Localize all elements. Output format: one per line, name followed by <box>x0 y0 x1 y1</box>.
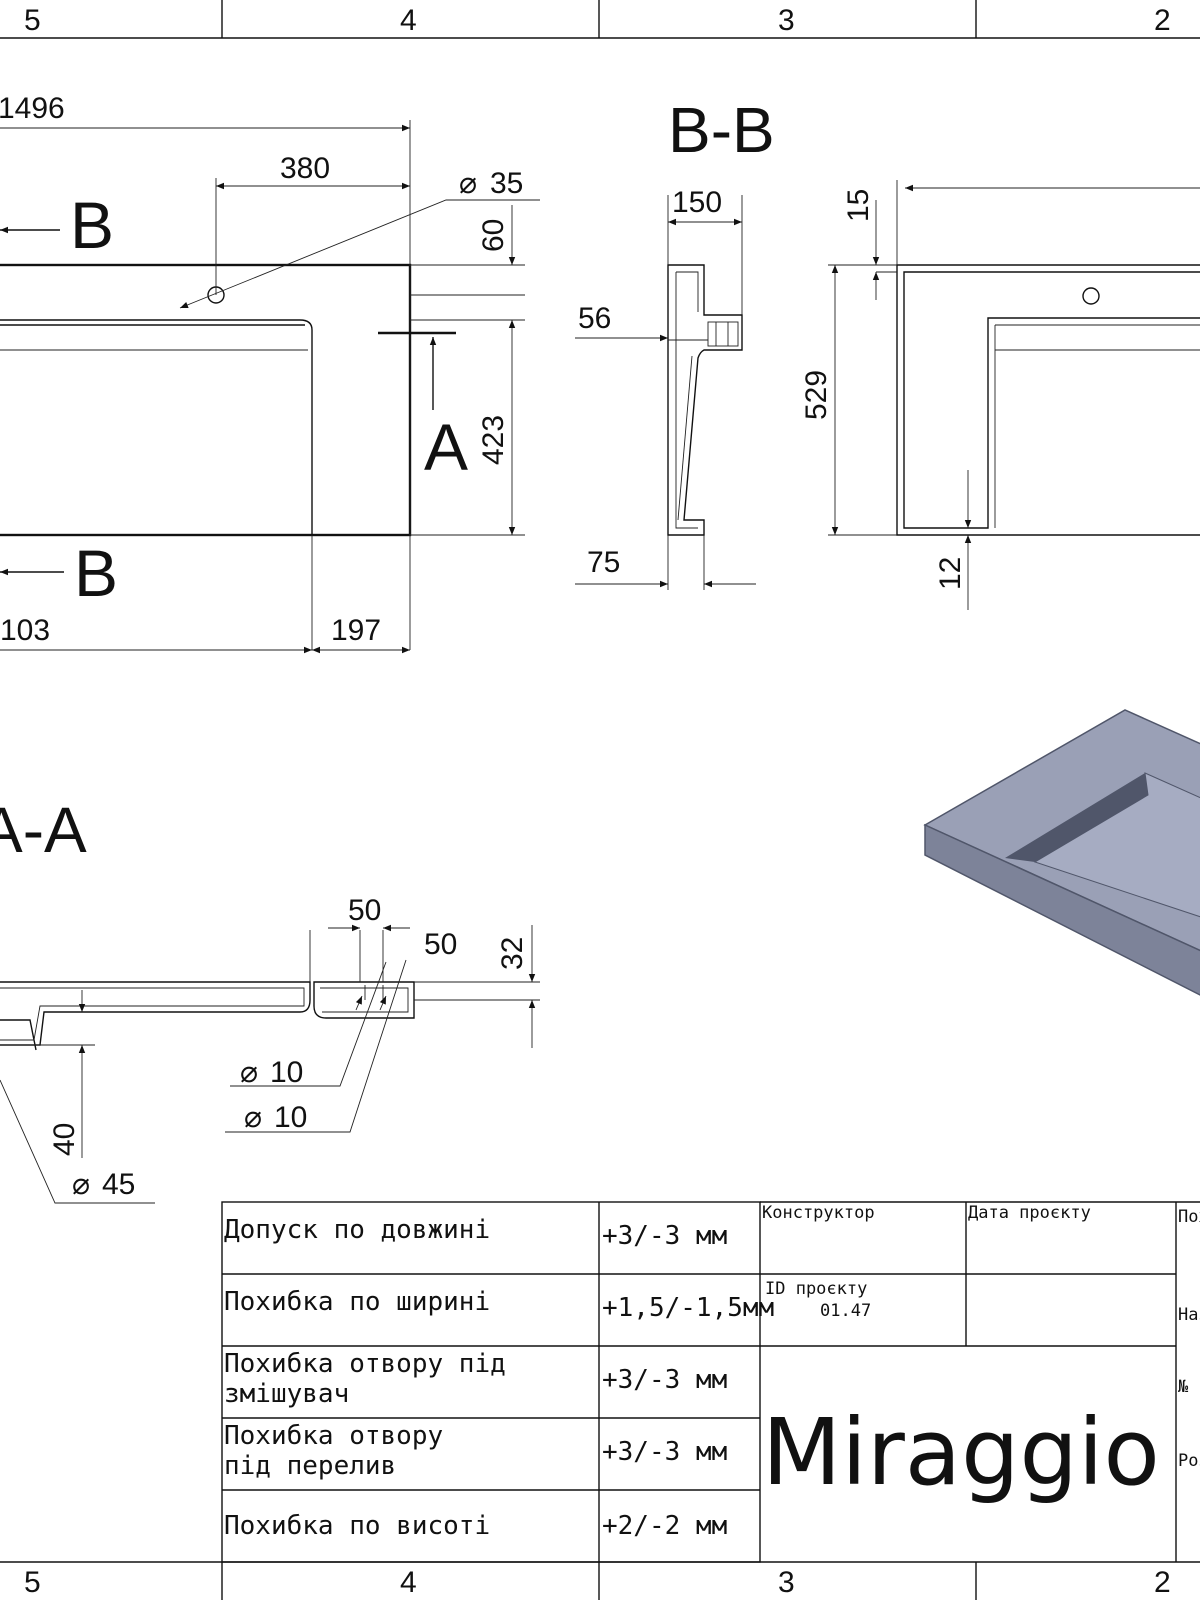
dim-50-b: 50 <box>424 928 457 961</box>
zone-label-top: 5 <box>24 4 41 37</box>
zone-label-bottom: 4 <box>400 1566 417 1599</box>
project-id-value: 01.47 <box>820 1301 871 1321</box>
dim-15: 15 <box>842 189 875 222</box>
project-date-label: Дата проєкту <box>968 1203 1091 1223</box>
dim-60: 60 <box>477 219 510 252</box>
tolerance-label: Похибка отвору під <box>224 1349 506 1379</box>
section-mark-b-top: B <box>70 188 114 262</box>
section-title-aa: A-A <box>0 794 87 866</box>
title-cell-cut: № <box>1178 1377 1189 1397</box>
zone-label-top: 2 <box>1154 4 1171 37</box>
title-cell-cut: Пох <box>1178 1207 1200 1227</box>
dim-40: 40 <box>48 1123 81 1156</box>
model-basin <box>1033 772 1200 918</box>
zone-label-bottom: 3 <box>778 1566 795 1599</box>
dim-197: 197 <box>331 614 381 647</box>
mixer-hole-icon <box>1082 287 1100 305</box>
dim-32: 32 <box>496 937 529 970</box>
dim-10-b: 10 <box>274 1101 307 1134</box>
model-basin-edge <box>1005 773 1148 862</box>
sink-3d-model <box>923 709 1200 996</box>
tolerance-label: Похибка по висоті <box>224 1511 490 1541</box>
brand-logo: Miraggio <box>762 1399 1160 1506</box>
dim-35: 35 <box>490 167 523 200</box>
tolerance-value: +2/-2 мм <box>602 1511 727 1541</box>
tolerance-label-line2: змішувач <box>224 1379 349 1409</box>
dim-380: 380 <box>280 152 330 185</box>
dim-1496: 1496 <box>0 92 65 125</box>
project-id-label: ID проєкту <box>765 1279 867 1299</box>
tolerance-value: +1,5/-1,5мм <box>602 1293 774 1323</box>
zone-label-bottom: 5 <box>24 1566 41 1599</box>
diameter-icon: ⌀ <box>244 1101 262 1134</box>
dim-423: 423 <box>477 415 510 465</box>
section-bb: B-B 150 56 75 <box>575 94 1200 610</box>
plan-view: B B A 1496 380 ⌀ 35 60 423 103 197 <box>0 92 540 654</box>
diameter-icon: ⌀ <box>72 1168 90 1201</box>
zone-label-top: 4 <box>400 4 417 37</box>
designer-label: Конструктор <box>762 1203 875 1223</box>
dim-50-a: 50 <box>348 894 381 927</box>
dim-150: 150 <box>672 186 722 219</box>
zone-label-top: 3 <box>778 4 795 37</box>
tolerance-value: +3/-3 мм <box>602 1365 727 1395</box>
section-aa: A-A 50 50 32 ⌀ 10 ⌀ 10 <box>0 794 540 1204</box>
tolerance-table: Допуск по довжині +3/-3 мм Похибка по ши… <box>221 1201 774 1563</box>
diameter-icon: ⌀ <box>459 167 477 200</box>
dim-45: 45 <box>102 1168 135 1201</box>
title-cell-cut: Роз <box>1178 1451 1200 1471</box>
title-cell-cut: Наз <box>1178 1305 1200 1325</box>
title-block: Конструктор Дата проєкту ID проєкту 01.4… <box>760 1201 1200 1562</box>
tolerance-value: +3/-3 мм <box>602 1221 727 1251</box>
zone-label-bottom: 2 <box>1154 1566 1171 1599</box>
model-front-edge <box>924 823 1200 996</box>
dim-529: 529 <box>800 370 833 420</box>
dim-10-a: 10 <box>270 1056 303 1089</box>
dim-75: 75 <box>587 546 620 579</box>
tolerance-label: Похибка по ширині <box>224 1287 490 1317</box>
tolerance-value: +3/-3 мм <box>602 1437 727 1467</box>
dim-56: 56 <box>578 302 611 335</box>
tolerance-label-line2: під перелив <box>224 1451 396 1481</box>
section-mark-a: A <box>424 410 468 484</box>
section-mark-b-bottom: B <box>74 536 118 610</box>
tolerance-label: Допуск по довжині <box>224 1215 490 1245</box>
dim-12: 12 <box>934 557 967 590</box>
tolerance-label: Похибка отвору <box>224 1421 443 1451</box>
dim-103: 103 <box>0 614 50 647</box>
diameter-icon: ⌀ <box>240 1056 258 1089</box>
section-title-bb: B-B <box>668 94 775 166</box>
